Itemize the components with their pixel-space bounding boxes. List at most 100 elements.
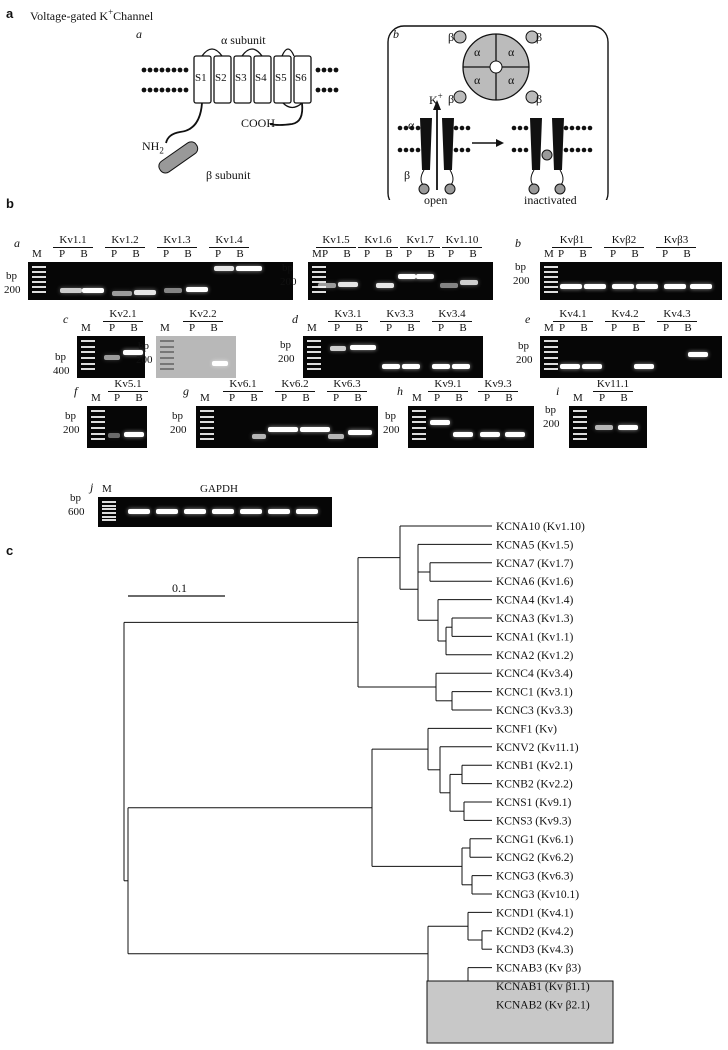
beta-subunit-label: β subunit [206,168,251,182]
gene-header: Kv1.5 [316,234,356,248]
ladder-band [200,415,214,418]
ladder-band [544,340,558,342]
ladder-band [544,266,558,268]
ladder-band [412,432,426,435]
marker-label: M [200,392,210,404]
gel-band [156,509,178,514]
gel-band [328,434,344,439]
ladder-band [81,351,95,354]
ladder-band [81,357,95,359]
marker-label: M [160,322,170,334]
gel-band [584,284,606,289]
alpha-label: α [474,73,481,87]
lane-label-p: P [598,392,606,404]
lipid-head [333,87,339,93]
lipid-head [581,147,587,153]
gel-band [348,430,372,435]
lipid-head [327,67,333,73]
marker-label: M [307,322,317,334]
size-label: 200 [513,275,530,287]
lipid-head [459,125,465,131]
ladder-band [312,291,326,293]
ladder-band [544,291,558,293]
gene-header: Kv3.1 [328,308,368,322]
gel-band [634,364,654,369]
lane-label-b: B [132,248,140,260]
ladder-band [544,351,558,354]
lipid-head [321,67,327,73]
segment-label: S2 [215,72,227,84]
ladder-band [102,515,116,518]
bp-label: bp [385,410,396,422]
gel-band [296,509,318,514]
lane-label-b: B [683,248,691,260]
ladder-band [544,286,558,288]
ladder-band [81,340,95,342]
gel-band [664,284,686,289]
bp-label: bp [545,404,556,416]
ladder-band [307,340,321,342]
gene-header: Kv1.4 [209,234,249,248]
gel-band [318,283,336,288]
ladder-band [81,362,95,365]
gel-band [82,288,104,293]
gene-header: Kv3.4 [432,308,472,322]
ladder-band [91,432,105,435]
lipid-head [575,125,581,131]
gene-header: Kv9.3 [478,378,518,392]
alpha-subunit-label: α subunit [221,33,266,47]
lipid-head [409,125,415,131]
marker-label: M [312,248,322,260]
nh2-label: NH2 [142,139,164,156]
gel-band [240,509,262,514]
gel-band [184,509,206,514]
gapdh-label: GAPDH [200,483,238,495]
lane-label-p: P [405,248,413,260]
lipid-head [171,67,177,73]
lipid-head [183,67,189,73]
tree-leaf-label: KCNAB1 (Kv β1.1) [496,981,590,993]
lipid-head [171,87,177,93]
lane-label-p: P [332,392,340,404]
gel-sublabel: d [292,312,298,326]
lane-label-b: B [631,248,639,260]
ladder-band [200,432,214,435]
lane-label-p: P [557,248,565,260]
lipid-head [517,147,523,153]
gel-band [453,432,473,437]
gel-band [268,509,290,514]
segment-label: S5 [275,72,287,84]
ladder-band [312,281,326,283]
lane-label-b: B [236,248,244,260]
bp-label: bp [138,340,149,352]
ladder-band [573,415,587,418]
gel-band [236,266,262,271]
size-label: 200 [136,354,153,366]
gel-band [688,352,708,357]
gel-band [104,355,120,360]
lipid-head [333,67,339,73]
gene-header: Kv1.10 [442,234,482,248]
tree-leaf-label: KCNS3 (Kv9.3) [496,815,572,827]
gel-band [398,274,416,279]
gene-header: Kv4.1 [553,308,593,322]
ladder-band [573,410,587,412]
marker-label: M [412,392,422,404]
ladder-band [573,421,587,424]
gel-band [460,280,478,285]
size-label: 600 [68,506,85,518]
gel-band [636,284,658,289]
bp-label: bp [515,261,526,273]
size-label: 400 [53,365,70,377]
ladder-band [312,276,326,278]
ladder-band [307,345,321,348]
lane-label-b: B [343,248,351,260]
gene-header: Kv4.3 [657,308,697,322]
beta-label: β [536,92,543,106]
open-label: open [424,193,448,207]
phylogenetic-tree: KCNA10 (Kv1.10)KCNA5 (Kv1.5)KCNA7 (Kv1.7… [123,521,614,1044]
ladder-band [102,512,116,514]
bp-label: bp [280,339,291,351]
lane-label-b: B [684,322,692,334]
lane-label-p: P [662,322,670,334]
